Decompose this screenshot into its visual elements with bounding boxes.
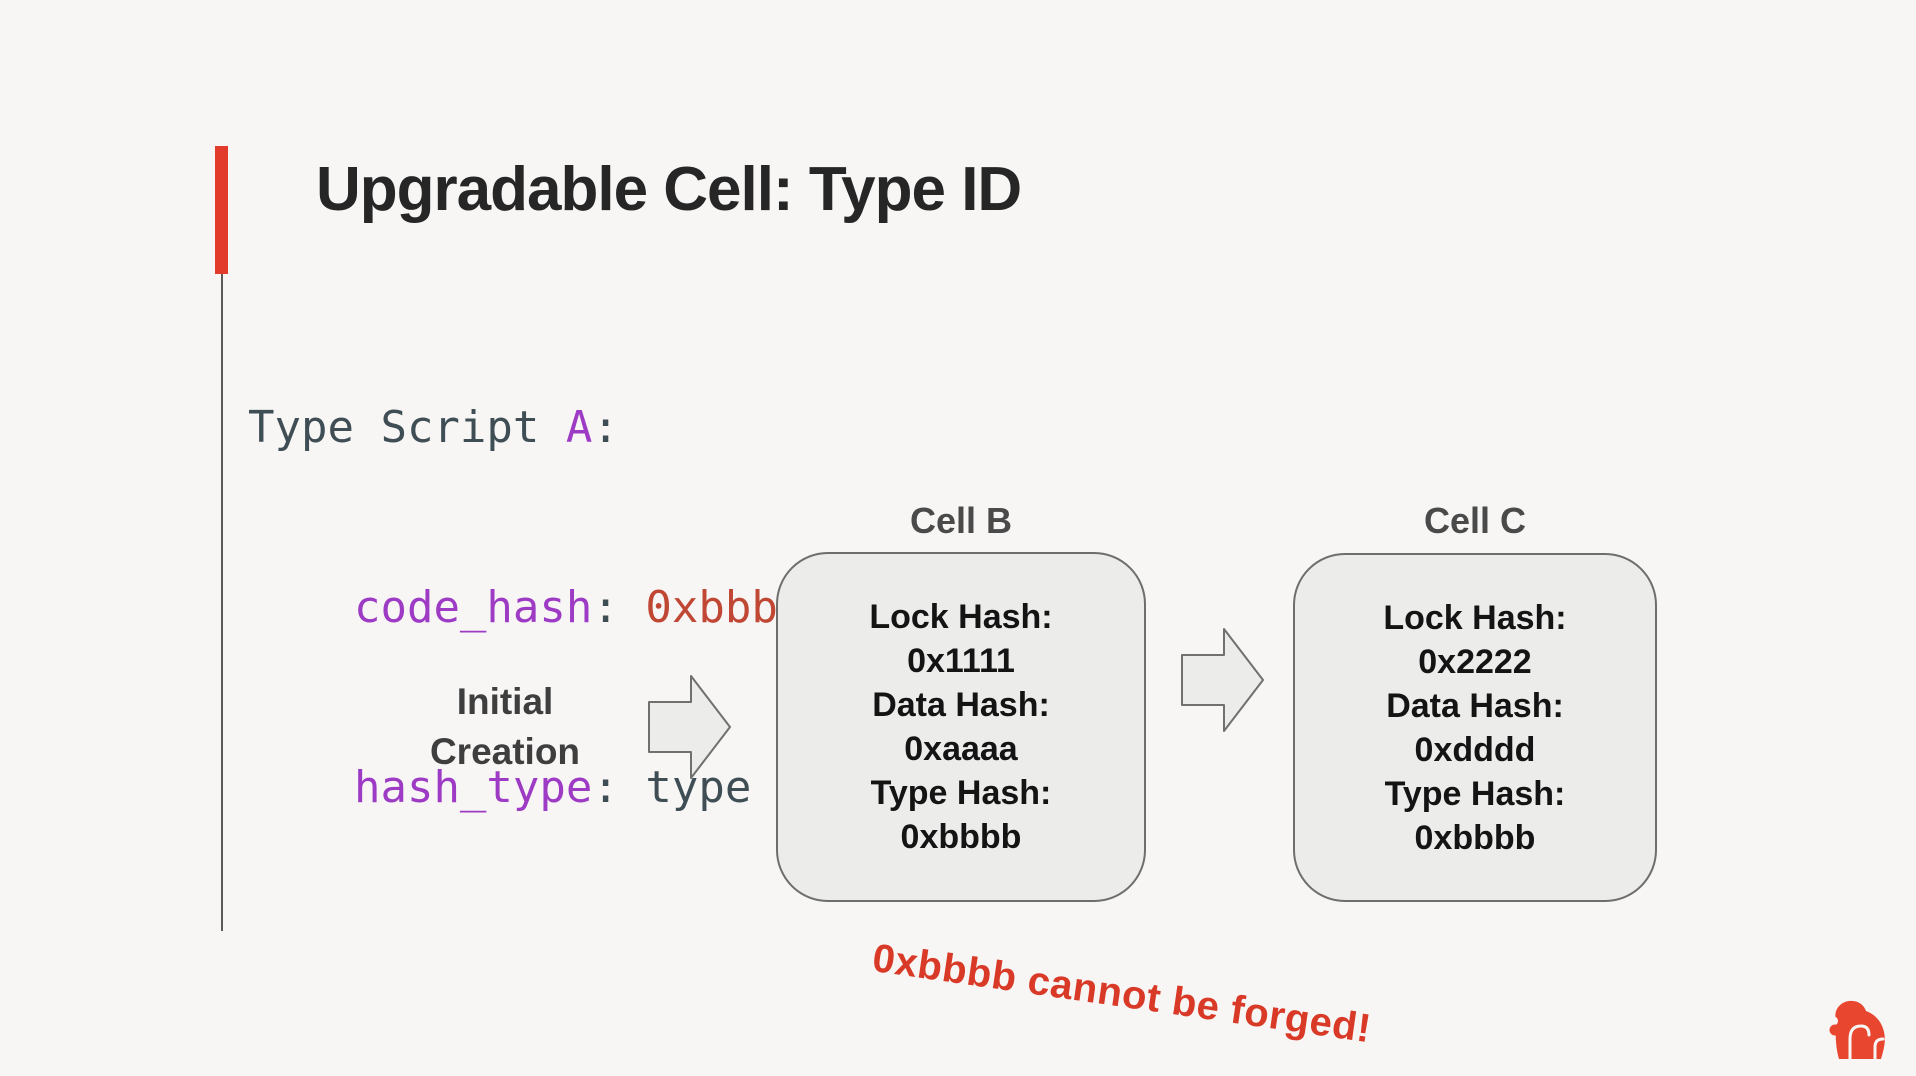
code-colon: :: [592, 402, 619, 453]
flow-arrow-icon: [1181, 628, 1264, 732]
cell-c-box: Lock Hash: 0x2222 Data Hash: 0xdddd Type…: [1293, 553, 1657, 902]
cell-c-type-hash-label: Type Hash:: [1384, 774, 1566, 813]
slide-title: Upgradable Cell: Type ID: [316, 155, 1022, 224]
code-indent: [248, 582, 354, 633]
callout-text: 0xbbbb cannot be forged!: [869, 936, 1374, 1052]
initial-creation-line1: Initial: [456, 681, 554, 722]
cell-c-title: Cell C: [1423, 500, 1527, 541]
cell-b-box: Lock Hash: 0x1111 Data Hash: 0xaaaa Type…: [776, 552, 1146, 902]
vertical-divider-line: [221, 274, 223, 931]
type-script-code-block: Type Script A: code_hash: 0xbbbb hash_ty…: [248, 278, 804, 878]
cell-b-lock-hash-value: 0x1111: [907, 642, 1015, 680]
cell-c-lock-hash-value: 0x2222: [1418, 642, 1532, 681]
code-value: type: [645, 762, 752, 813]
cell-b-type-hash-label: Type Hash:: [870, 774, 1052, 812]
cell-b-title: Cell B: [909, 500, 1013, 541]
initial-creation-label: Initial Creation: [385, 677, 625, 777]
cell-c-data-hash-label: Data Hash:: [1386, 686, 1564, 725]
cell-c-lock-hash-label: Lock Hash:: [1383, 598, 1567, 637]
code-text: Type Script: [248, 402, 566, 453]
cell-b-data-hash-value: 0xaaaa: [904, 730, 1018, 768]
cell-b-type-hash-value: 0xbbbb: [900, 818, 1022, 856]
cell-c-data-hash-value: 0xdddd: [1414, 730, 1536, 769]
code-key: hash_type: [353, 762, 593, 813]
cell-b-content: Lock Hash: 0x1111 Data Hash: 0xaaaa Type…: [869, 595, 1052, 859]
code-colon: :: [592, 762, 646, 813]
code-var: A: [565, 402, 593, 453]
code-line-1: Type Script A:: [248, 398, 804, 458]
flow-arrow-icon: [648, 675, 731, 779]
code-line-3: hash_type: type: [248, 758, 804, 818]
code-indent: [248, 762, 354, 813]
cell-b-data-hash-label: Data Hash:: [872, 686, 1050, 724]
gorilla-logo-icon: [1828, 1000, 1885, 1061]
code-key: code_hash: [353, 582, 593, 633]
code-line-2: code_hash: 0xbbbb: [248, 578, 804, 638]
initial-creation-line2: Creation: [429, 731, 581, 772]
cell-b-lock-hash-label: Lock Hash:: [869, 598, 1053, 636]
code-colon: :: [592, 582, 646, 633]
cell-c-content: Lock Hash: 0x2222 Data Hash: 0xdddd Type…: [1383, 596, 1566, 860]
title-accent-bar: [215, 146, 228, 274]
cell-c-type-hash-value: 0xbbbb: [1414, 818, 1536, 857]
